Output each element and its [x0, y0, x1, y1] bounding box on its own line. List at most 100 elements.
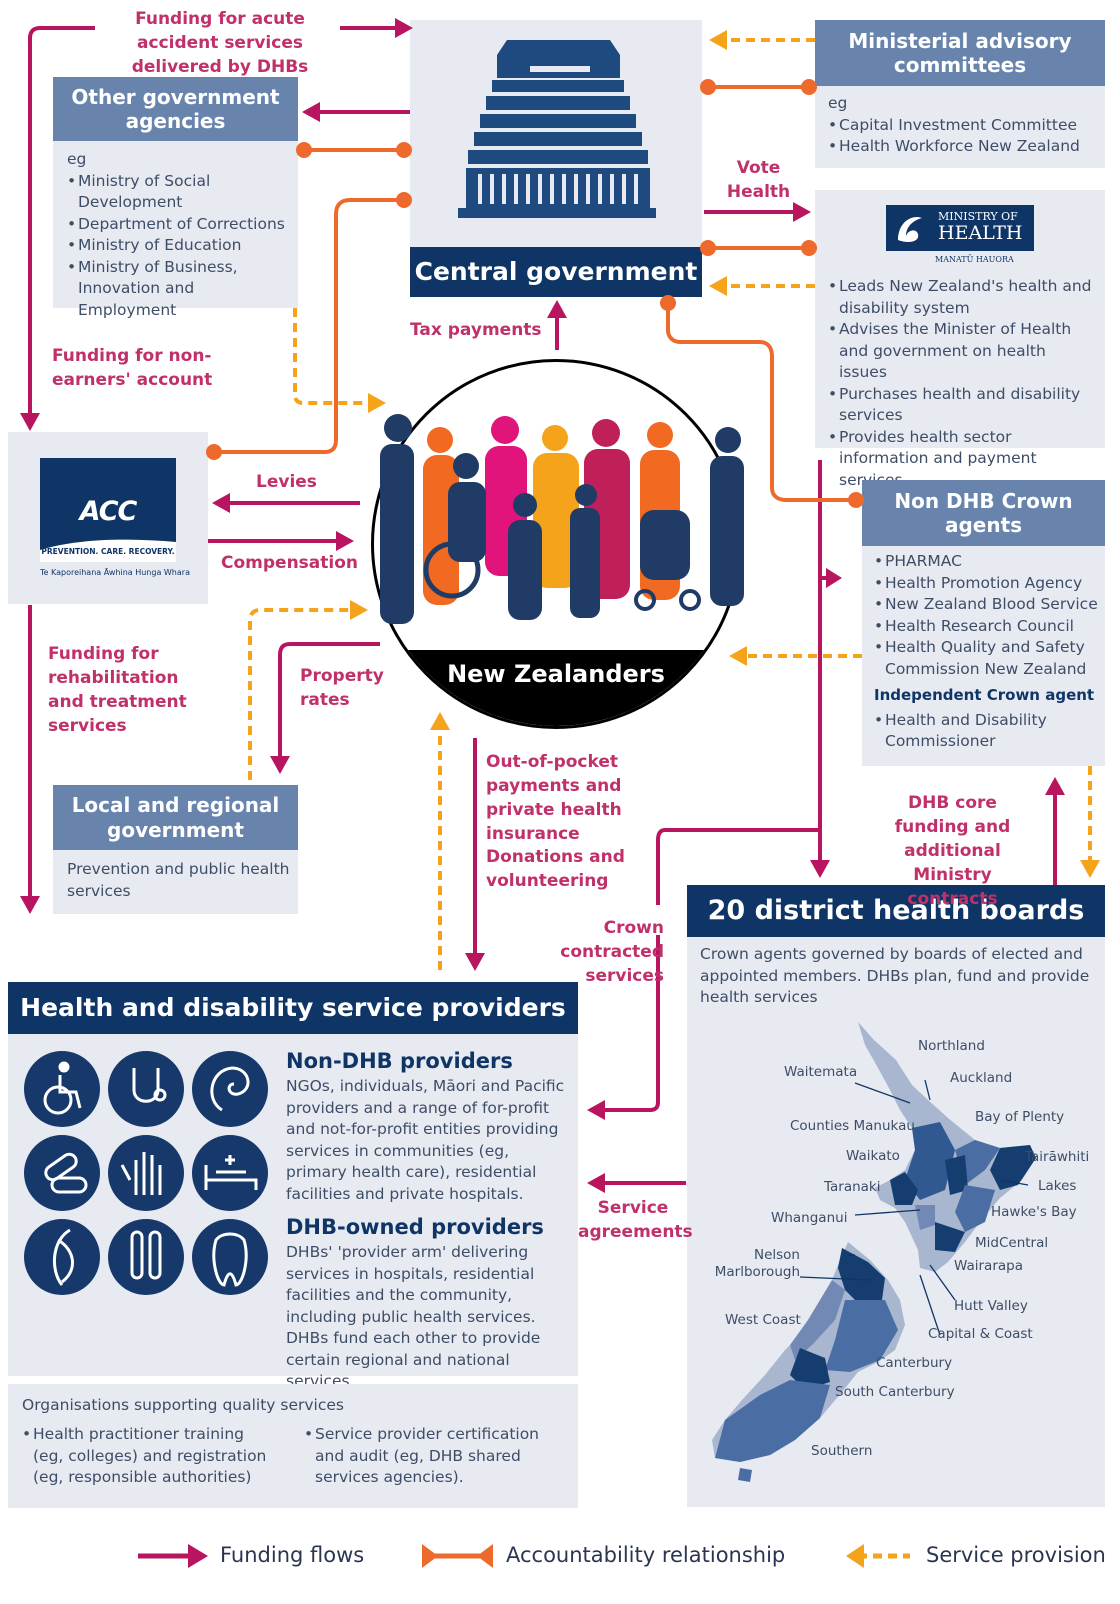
list-item: Health and Disability Commissioner: [874, 710, 1099, 753]
dhbs-text: Crown agents governed by boards of elect…: [700, 945, 1090, 1006]
other-gov-list: eg Ministry of Social Development Depart…: [67, 149, 292, 321]
legend-funding: Funding flows: [220, 1543, 365, 1567]
dhb-owned-providers-title: DHB-owned providers: [286, 1215, 544, 1239]
moh-logo-line1: MINISTRY OF: [938, 210, 1018, 223]
dhbs-panel: [687, 937, 1105, 1507]
legend-accountability: Accountability relationship: [506, 1543, 786, 1567]
label-service-agreements: Service agreements: [578, 1198, 693, 1242]
list-item: Service provider certification and audit…: [304, 1424, 569, 1489]
label-levies: Levies: [256, 472, 317, 492]
providers-header: Health and disability service providers: [8, 982, 578, 1034]
arrowhead: [1080, 860, 1100, 878]
supporting-col2: Service provider certification and audit…: [304, 1424, 569, 1489]
local-gov-header: Local and regional government: [53, 785, 298, 850]
arrowhead: [587, 1173, 605, 1193]
supporting-col1: Health practitioner training (eg, colleg…: [22, 1424, 277, 1489]
legend-service-symbol: [846, 1544, 910, 1568]
non-dhb-providers-text: NGOs, individuals, Māori and Pacific pro…: [286, 1077, 565, 1203]
other-gov-eg: eg: [67, 150, 87, 168]
list-item: Health practitioner training (eg, colleg…: [22, 1424, 277, 1489]
list-item: Health Workforce New Zealand: [828, 136, 1098, 158]
central-gov-header: Central government: [410, 247, 702, 297]
label-non-earners: Funding for non-earners' account: [52, 346, 213, 390]
map-label: Whanganui: [771, 1210, 848, 1226]
arrowhead: [302, 102, 320, 122]
map-label: Bay of Plenty: [975, 1109, 1065, 1125]
list-item: Ministry of Business, Innovation and Emp…: [67, 257, 292, 322]
acc-tagline: PREVENTION. CARE. RECOVERY.: [41, 547, 175, 556]
label-vote-health: Vote Health: [726, 158, 791, 202]
map-label: Waikato: [846, 1148, 900, 1164]
map-label: Waitemata: [784, 1064, 858, 1080]
map-label: Canterbury: [876, 1355, 953, 1371]
arrowhead: [20, 896, 40, 914]
arrowhead: [270, 756, 290, 774]
acc-logo-text: ACC: [79, 496, 138, 527]
label-compensation: Compensation: [221, 553, 358, 573]
new-zealanders-title: New Zealanders: [447, 660, 665, 688]
legend-funding-symbol: [138, 1544, 208, 1568]
acc-swoosh-icon: [40, 539, 176, 562]
map-label: MidCentral: [975, 1235, 1049, 1251]
other-gov-header: Other government agencies: [53, 77, 298, 141]
supporting-title: Organisations supporting quality service…: [22, 1396, 344, 1414]
legend-service: Service provision: [926, 1543, 1106, 1567]
label-property-rates: Property rates: [300, 666, 384, 710]
arrowhead: [810, 860, 830, 878]
central-gov-panel: [410, 20, 702, 247]
list-item: Leads New Zealand's health and disabilit…: [828, 276, 1098, 319]
legend-accountability-symbol: [422, 1544, 493, 1568]
map-label: South Canterbury: [835, 1384, 955, 1400]
arrowhead: [826, 568, 842, 588]
list-item: Health Quality and Safety Commission New…: [874, 637, 1099, 680]
map-label: Northland: [918, 1038, 985, 1054]
map-label: Auckland: [950, 1070, 1013, 1086]
list-item: Provides health sector information and p…: [828, 427, 1098, 492]
moh-logo-line2: HEALTH: [938, 222, 1023, 244]
moh-list: Leads New Zealand's health and disabilit…: [828, 276, 1098, 491]
map-label: Tairāwhiti: [1025, 1149, 1090, 1165]
label-acute-funding: Funding for acute accident services deli…: [131, 9, 309, 77]
moh-logo: MINISTRY OF HEALTH: [886, 205, 1034, 251]
list-item: Capital Investment Committee: [828, 115, 1098, 137]
independent-crown-title: Independent Crown agent: [874, 686, 1095, 704]
label-donations: Donations and volunteering: [486, 847, 625, 891]
arrowhead: [465, 953, 485, 971]
label-tax-payments: Tax payments: [410, 320, 542, 340]
arrowhead: [793, 202, 811, 222]
list-item: Ministry of Social Development: [67, 171, 292, 214]
arrowhead: [1045, 777, 1065, 795]
list-item: Purchases health and disability services: [828, 384, 1098, 427]
map-label: Hawke's Bay: [991, 1204, 1077, 1220]
arrowhead: [336, 531, 354, 551]
list-item: Health Research Council: [874, 616, 1099, 638]
label-dhb-core: DHB core funding and additional Ministry…: [894, 793, 1011, 909]
arrowhead: [212, 493, 230, 513]
moh-logo-sub: MANATŪ HAUORA: [935, 255, 1014, 264]
map-label: Capital & Coast: [928, 1326, 1033, 1342]
acc-logo: ACC PREVENTION. CARE. RECOVERY.: [40, 458, 176, 562]
arrowhead: [709, 276, 727, 296]
ministerial-list: eg Capital Investment Committee Health W…: [828, 93, 1098, 158]
dhb-owned-providers-text: DHBs' 'provider arm' delivering services…: [286, 1243, 541, 1390]
map-label: West Coast: [725, 1312, 801, 1328]
arrowhead: [350, 600, 368, 620]
moh-koru-icon: [898, 216, 922, 242]
list-item: Department of Corrections: [67, 214, 292, 236]
map-label: Wairarapa: [954, 1258, 1023, 1274]
map-label: Southern: [811, 1443, 873, 1459]
ministerial-eg: eg: [828, 94, 848, 112]
list-item: New Zealand Blood Service: [874, 594, 1099, 616]
list-item: PHARMAC: [874, 551, 1099, 573]
arrowhead: [709, 30, 727, 50]
map-label: Lakes: [1038, 1178, 1077, 1194]
ministerial-header: Ministerial advisory committees: [815, 20, 1105, 86]
list-item: Advises the Minister of Health and gover…: [828, 319, 1098, 384]
label-out-of-pocket: Out-of-pocket payments and private healt…: [486, 752, 622, 844]
map-label: Counties Manukau: [790, 1118, 915, 1134]
list-item: Ministry of Education: [67, 235, 292, 257]
non-dhb-crown-header: Non DHB Crown agents: [862, 480, 1105, 546]
arrowhead: [368, 393, 386, 413]
acc-maori: Te Kaporeihana Āwhina Hunga Whara: [40, 568, 190, 577]
non-dhb-crown-list: PHARMAC Health Promotion Agency New Zeal…: [874, 551, 1099, 753]
